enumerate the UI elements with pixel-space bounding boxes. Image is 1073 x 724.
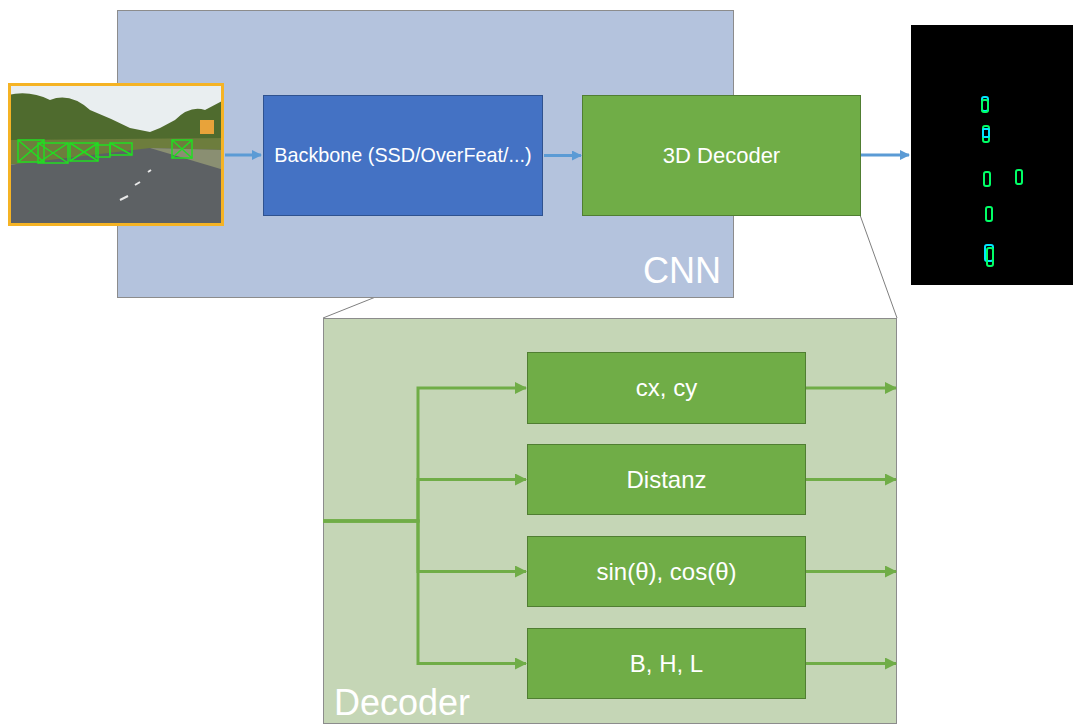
connector (323, 480, 526, 522)
box-label: cx, cy (628, 373, 705, 403)
connector (323, 521, 526, 572)
connector (806, 662, 896, 665)
output-box: Distanz (527, 444, 806, 515)
zoom-line (860, 215, 897, 318)
box-label: 3D Decoder (655, 142, 788, 170)
flow-arrow (225, 154, 261, 157)
input-image (8, 83, 224, 226)
output-view (911, 25, 1073, 285)
connector (323, 388, 526, 521)
connector (806, 478, 896, 481)
box-label: Backbone (SSD/OverFeat/...) (266, 143, 539, 168)
output-box: sin(θ), cos(θ) (527, 536, 806, 607)
decoder-box: 3D Decoder (582, 95, 861, 216)
output-box: B, H, L (527, 628, 806, 699)
output-box: cx, cy (527, 352, 806, 424)
box-label: Distanz (618, 465, 714, 495)
flow-arrow (861, 154, 909, 157)
box-label: sin(θ), cos(θ) (588, 557, 744, 587)
panel-heading: Decoder (334, 680, 470, 724)
connector (544, 154, 581, 157)
output-boxes (982, 97, 1022, 266)
panel-heading: CNN (643, 248, 721, 293)
connector (806, 570, 896, 573)
box-label: B, H, L (622, 649, 711, 679)
backbone-box: Backbone (SSD/OverFeat/...) (263, 95, 543, 216)
connector (806, 387, 896, 390)
connector (323, 521, 526, 664)
